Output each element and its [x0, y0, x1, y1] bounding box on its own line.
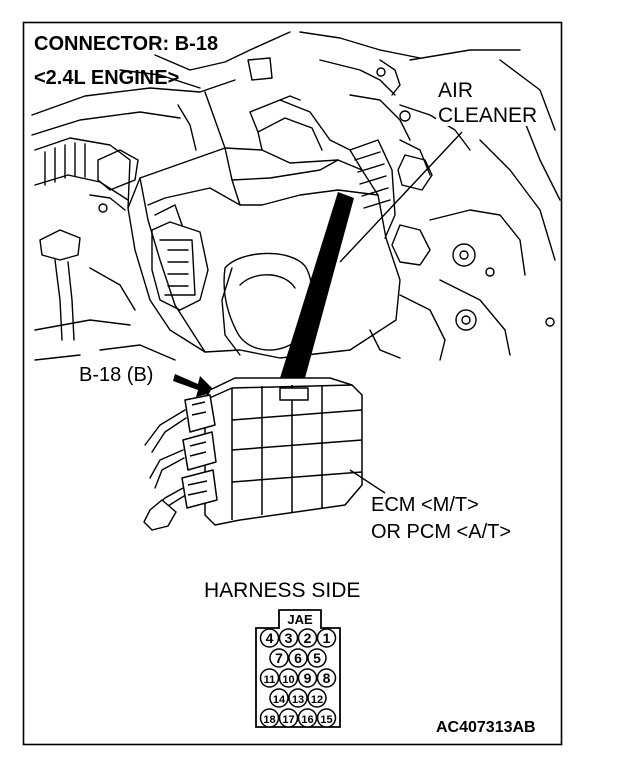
connector-pin	[297, 668, 318, 688]
connector-arrow	[173, 374, 216, 397]
connector-pin-number: 9	[304, 670, 312, 686]
figure-border	[22, 21, 563, 746]
engine-title: <2.4L ENGINE>	[34, 67, 180, 89]
connector-pin-number: 13	[292, 694, 304, 706]
connector-pin	[259, 708, 280, 728]
connector-pin	[259, 628, 280, 648]
connector-pin	[307, 648, 327, 668]
connector-ref-label: B-18 (B)	[77, 364, 156, 386]
harness-sleeve	[143, 499, 177, 531]
ecm-leader	[349, 469, 386, 494]
ecm-label-line1: ECM <M/T>	[369, 494, 481, 516]
connector-pin-number: 5	[313, 650, 321, 666]
air-cleaner-label-line2: CLEANER	[436, 104, 540, 127]
connector-pin-number: 6	[294, 650, 302, 666]
connector-pin	[278, 708, 299, 728]
connector-pin	[316, 668, 337, 688]
harness-side-label: HARNESS SIDE	[204, 579, 361, 602]
connector-pin-number: 17	[282, 714, 294, 726]
connector-title: CONNECTOR: B-18	[34, 33, 219, 55]
connector-pin-number: 2	[304, 630, 312, 646]
ecm-module	[181, 377, 363, 526]
air-cleaner-leader	[339, 131, 463, 263]
connector-pin-number: 10	[282, 674, 294, 686]
harness-wires	[144, 409, 187, 519]
connector-pin	[307, 688, 327, 708]
connector-pin-number: 8	[323, 670, 331, 686]
connector-pin	[278, 628, 299, 648]
connector-pin-number: 16	[301, 714, 313, 726]
connector-pin-number: 11	[264, 674, 276, 686]
figure-code: AC407313AB	[436, 719, 536, 736]
connector-pin-number: 7	[275, 650, 283, 666]
connector-pin	[278, 668, 299, 688]
connector-pin-number: 3	[285, 630, 293, 646]
ecm-label-line2: OR PCM <A/T>	[369, 521, 514, 543]
ecm-pointer-wedge	[280, 192, 354, 378]
connector-pin-number: 4	[266, 630, 274, 646]
connector-pin	[269, 648, 289, 668]
connector-pin	[259, 668, 280, 688]
air-cleaner-label-line1: AIR	[436, 79, 476, 102]
connector-pin	[288, 648, 308, 668]
connector-pin	[316, 708, 337, 728]
connector-pin	[297, 708, 318, 728]
connector-pin-number: 14	[273, 694, 286, 706]
connector-pin-number: 15	[320, 714, 332, 726]
connector-pin	[288, 688, 308, 708]
connector-pin-number: 1	[323, 630, 331, 646]
connector-pin-number: 12	[311, 694, 323, 706]
connector-pin-number: 18	[263, 714, 275, 726]
connector-pin	[316, 628, 337, 648]
engine-bay-drawing	[31, 31, 561, 361]
connector-pin	[269, 688, 289, 708]
connector-key-label: JAE	[287, 612, 313, 627]
connector-pin	[297, 628, 318, 648]
